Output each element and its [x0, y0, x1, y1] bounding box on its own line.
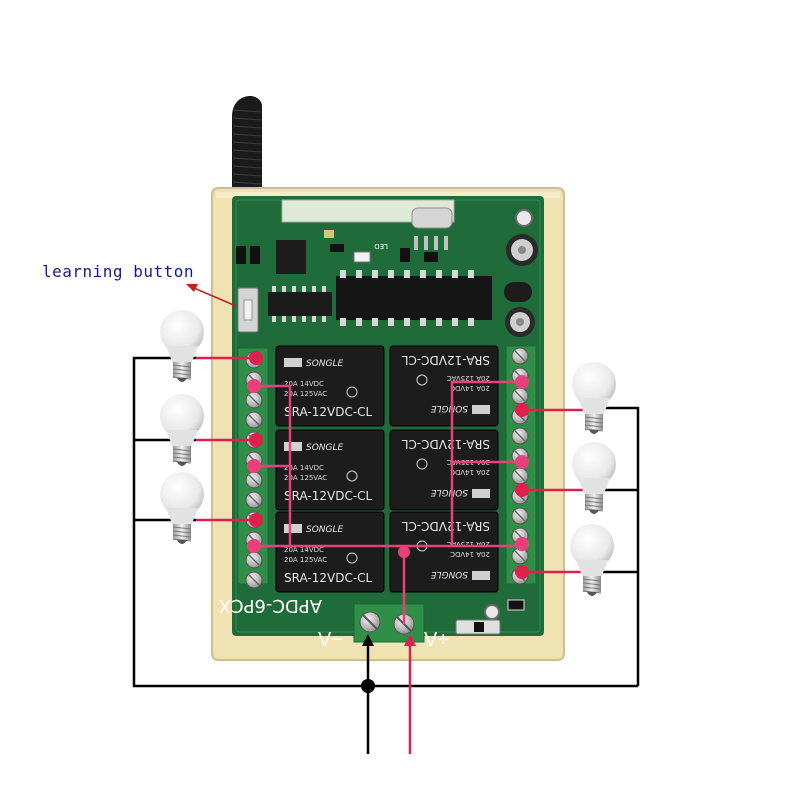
- relay: SONGLE 20A 14VDC 20A 125VAC SRA-12VDC-CL: [275, 345, 385, 427]
- relay-brand: SONGLE: [306, 443, 344, 453]
- light-bulb-icon: [570, 524, 614, 596]
- arrow-up-icon: [362, 634, 374, 646]
- relay-rating-dc: 20A 14VDC: [450, 468, 490, 476]
- ic-chip-driver: [268, 286, 332, 322]
- terminal-screw: [245, 471, 263, 489]
- supply-plus-wire: [404, 634, 416, 754]
- relay-model: SRA-12VDC-CL: [284, 571, 373, 585]
- wire-junction: [398, 546, 410, 558]
- light-bulbs: [160, 310, 616, 596]
- relay-model: SRA-12VDC-CL: [401, 437, 490, 451]
- terminal-screw: [245, 491, 263, 509]
- electrolytic-capacitor: [506, 234, 538, 266]
- diode-component: [455, 619, 501, 635]
- learning-button-arrow: [186, 284, 237, 307]
- relay-rating-ac: 20A 125VAC: [447, 540, 490, 548]
- rf-module: [281, 199, 455, 223]
- learning-button[interactable]: [237, 287, 259, 333]
- relay-rating-ac: 20A 125VAC: [284, 390, 327, 398]
- relay-model: SRA-12VDC-CL: [284, 489, 373, 503]
- relay-model: SRA-12VDC-CL: [284, 405, 373, 419]
- ic-chip-decoder: [336, 270, 492, 326]
- learning-button-label: learning button: [42, 262, 194, 281]
- relay-rating-ac: 20A 125VAC: [284, 556, 327, 564]
- mounting-hole: [484, 604, 500, 620]
- relay-model: SRA-12VDC-CL: [401, 519, 490, 533]
- ic-chip-small: [276, 240, 306, 274]
- terminal-dots: [247, 351, 529, 579]
- relay: SONGLE 20A 14VDC 20A 125VAC SRA-12VDC-CL: [389, 511, 499, 593]
- relay: SONGLE 20A 14VDC 20A 125VAC SRA-12VDC-CL: [389, 345, 499, 427]
- board-model-label: APDC-6PCX: [219, 595, 322, 616]
- relay-rating-ac: 20A 125VAC: [284, 474, 327, 482]
- terminal-screw: [511, 387, 529, 405]
- electrolytic-capacitor: [505, 307, 535, 337]
- relay-rating-dc: 20A 14VDC: [450, 550, 490, 558]
- relay-brand: SONGLE: [430, 569, 468, 579]
- relay: SONGLE 20A 14VDC 20A 125VAC SRA-12VDC-CL: [275, 511, 385, 593]
- power-terminal-screw-minus: [359, 611, 381, 633]
- terminal-screw: [511, 347, 529, 365]
- mounting-hole: [515, 209, 533, 227]
- relay-brand: SONGLE: [430, 487, 468, 497]
- terminal-screw: [245, 551, 263, 569]
- light-bulb-icon: [160, 394, 204, 466]
- light-bulb-icon: [160, 472, 204, 544]
- light-bulb-icon: [160, 310, 204, 382]
- v-plus-label: V+: [424, 629, 449, 651]
- light-bulb-icon: [572, 442, 616, 514]
- relay-rating-ac: 20A 125VAC: [447, 374, 490, 382]
- terminal-screw: [511, 507, 529, 525]
- wire-junction: [361, 679, 375, 693]
- relay-rating-dc: 20A 14VDC: [284, 546, 324, 554]
- terminal-screw: [511, 427, 529, 445]
- light-bulb-icon: [572, 362, 616, 434]
- v-minus-label: V−: [318, 629, 343, 651]
- relay-brand: SONGLE: [430, 403, 468, 413]
- terminal-screw: [245, 411, 263, 429]
- relay-brand: SONGLE: [306, 359, 344, 369]
- relay-rating-dc: 20A 14VDC: [284, 380, 324, 388]
- relay-model: SRA-12VDC-CL: [401, 353, 490, 367]
- terminal-screw: [511, 467, 529, 485]
- terminal-screw: [245, 571, 263, 589]
- relay: SONGLE 20A 14VDC 20A 125VAC SRA-12VDC-CL: [275, 429, 385, 511]
- relay-brand: SONGLE: [306, 525, 344, 535]
- led-label: LED: [374, 242, 388, 250]
- relay-rating-dc: 20A 14VDC: [450, 384, 490, 392]
- relay-rating-dc: 20A 14VDC: [284, 464, 324, 472]
- terminal-screw: [245, 391, 263, 409]
